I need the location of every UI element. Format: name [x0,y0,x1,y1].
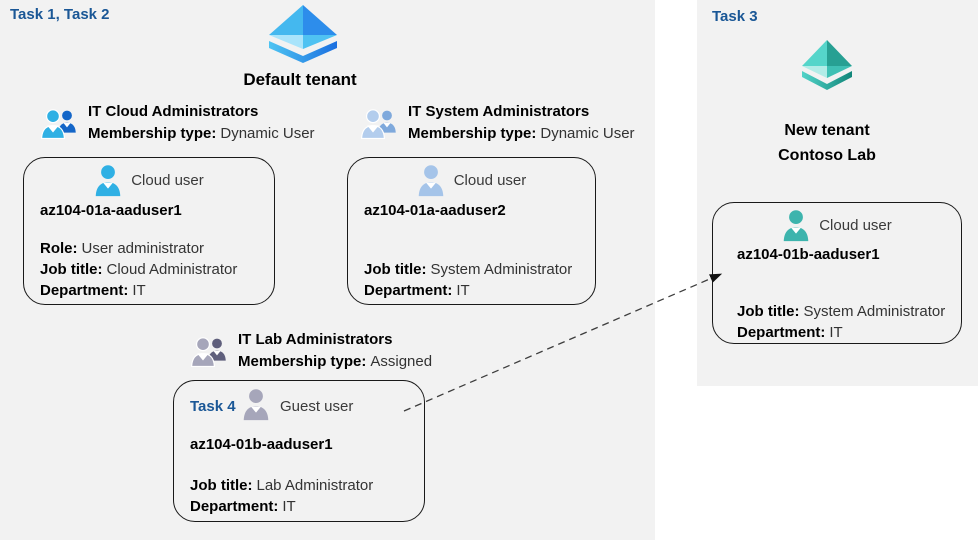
field-value: System Administrator [430,261,573,278]
membership-type-label: Membership type: [408,125,537,142]
field-label: Department: [40,282,129,299]
user-type-label: Cloud user [131,172,204,189]
field-value: IT [282,498,296,515]
membership-type-value: Dynamic User [220,125,315,142]
user-name: az104-01a-aaduser1 [40,202,182,219]
field-job-title: Job title:Cloud Administrator [40,261,237,278]
membership-type: Membership type:Dynamic User [408,125,635,142]
field-label: Job title: [40,261,103,278]
field-label: Job title: [364,261,427,278]
user-card-aaduser1: Cloud user az104-01a-aaduser1 Role:User … [23,157,275,305]
field-department: Department:IT [364,282,470,299]
field-job-title: Job title:Lab Administrator [190,477,373,494]
membership-type: Membership type:Dynamic User [88,125,315,142]
user-name: az104-01b-aaduser1 [190,436,333,453]
group-title: IT Cloud Administrators [88,103,259,120]
field-value: Lab Administrator [256,477,374,494]
field-role: Role:User administrator [40,240,204,257]
cloud-user-icon [782,209,810,242]
user-card-header: Cloud user [24,164,274,197]
task-3-label: Task 3 [712,8,758,25]
field-value: IT [456,282,470,299]
group-icon-it-system-admins [360,109,398,140]
group-title: IT Lab Administrators [238,331,393,348]
group-header-it-cloud-admins: IT Cloud Administrators Membership type:… [88,103,315,142]
field-value: IT [132,282,146,299]
field-label: Department: [737,324,826,341]
field-department: Department:IT [190,498,296,515]
cloud-user-icon [417,164,445,197]
user-card-aaduser2: Cloud user az104-01a-aaduser2 Job title:… [347,157,596,305]
field-label: Job title: [190,477,253,494]
default-tenant-label: Default tenant [243,70,357,89]
new-tenant-icon [794,40,860,98]
group-icon-it-lab-admins [190,337,228,368]
user-type-label: Cloud user [453,172,527,189]
field-job-title: Job title:System Administrator [737,303,945,320]
user-card-new-tenant-aaduser1: Cloud user az104-01b-aaduser1 Job title:… [712,202,962,344]
field-value: User administrator [81,240,205,257]
user-card-header: Cloud user [713,209,961,242]
field-label: Department: [364,282,453,299]
guest-user-icon [242,388,270,421]
cloud-user-icon [94,164,122,197]
field-department: Department:IT [40,282,146,299]
group-header-it-lab-admins: IT Lab Administrators Membership type:As… [238,331,432,370]
user-type-label: Cloud user [819,217,892,234]
field-label: Department: [190,498,279,515]
new-tenant-label-line1: New tenant [784,122,870,139]
default-tenant-icon [257,4,349,66]
field-value: System Administrator [803,303,946,320]
field-label: Role: [40,240,78,257]
user-name: az104-01b-aaduser1 [737,246,880,263]
membership-type: Membership type:Assigned [238,353,432,370]
new-tenant-label-line2: Contoso Lab [778,147,876,164]
field-job-title: Job title:System Administrator [364,261,572,278]
field-value: IT [829,324,843,341]
group-title: IT System Administrators [408,103,590,120]
task-4-label: Task 4 [190,398,236,415]
membership-type-value: Assigned [370,353,433,370]
membership-type-label: Membership type: [238,353,367,370]
membership-type-value: Dynamic User [540,125,635,142]
field-department: Department:IT [737,324,843,341]
default-tenant-region [0,0,655,540]
field-value: Cloud Administrator [106,261,238,278]
group-icon-it-cloud-admins [40,109,78,140]
user-name: az104-01a-aaduser2 [364,202,506,219]
user-card-guest-aaduser1: Task 4 Guest user az104-01b-aaduser1 Job… [173,380,425,522]
user-card-header: Cloud user [348,164,595,197]
group-header-it-system-admins: IT System Administrators Membership type… [408,103,635,142]
field-label: Job title: [737,303,800,320]
membership-type-label: Membership type: [88,125,217,142]
task-1-2-label: Task 1, Task 2 [10,6,110,23]
user-type-label: Guest user [280,398,354,415]
